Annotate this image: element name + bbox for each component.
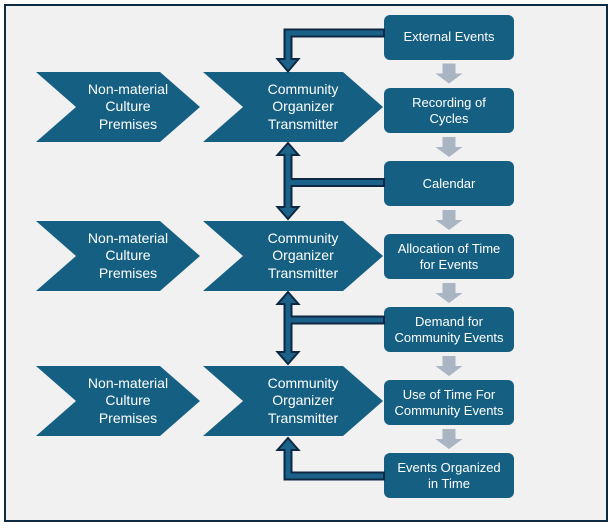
box-external-events: External Events	[384, 14, 514, 60]
chevron-premise-2-line1: Non-material	[87, 229, 169, 246]
chevron-transmitter-2-line1: Community	[267, 229, 339, 246]
chevron-premise-3-line3: Premises	[98, 409, 158, 426]
chevron-premise-3-line1: Non-material	[87, 374, 169, 391]
chevron-premise-1-line2: Culture	[105, 98, 151, 115]
box-recording-of-cycles-line1: Recording of	[412, 94, 486, 110]
box-use-of-time-line1: Use of Time For	[402, 386, 496, 402]
chevron-transmitter-1-line2: Organizer	[272, 98, 334, 115]
box-recording-of-cycles: Recording of Cycles	[384, 88, 514, 133]
chevron-premise-3-line2: Culture	[105, 392, 151, 409]
chevron-premise-2: Non-material Culture Premises	[36, 221, 200, 291]
box-demand-for-events: Demand for Community Events	[384, 307, 514, 352]
box-events-organized: Events Organized in Time	[384, 453, 514, 498]
box-use-of-time-line2: Community Events	[394, 402, 504, 418]
chevron-premise-1-line1: Non-material	[87, 80, 169, 97]
box-events-organized-line1: Events Organized	[397, 459, 501, 475]
box-allocation-of-time-line2: for Events	[419, 256, 479, 272]
chevron-premise-1-line3: Premises	[98, 115, 158, 132]
chevron-transmitter-3-line3: Transmitter	[267, 409, 339, 426]
box-use-of-time: Use of Time For Community Events	[384, 380, 514, 425]
box-external-events-line1: External Events	[403, 29, 495, 44]
chevron-transmitter-3-line1: Community	[267, 374, 339, 391]
chevron-transmitter-2-line2: Organizer	[272, 247, 334, 264]
box-demand-for-events-line1: Demand for	[415, 313, 483, 329]
chevron-transmitter-1-line1: Community	[267, 80, 339, 97]
box-calendar-line1: Calendar	[422, 175, 476, 191]
box-calendar: Calendar	[384, 161, 514, 206]
box-recording-of-cycles-line2: Cycles	[429, 110, 469, 126]
chevron-transmitter-3-line2: Organizer	[272, 392, 334, 409]
chevron-transmitter-1-line3: Transmitter	[267, 115, 339, 132]
box-allocation-of-time-line1: Allocation of Time	[397, 240, 501, 256]
box-events-organized-line2: in Time	[428, 475, 470, 491]
box-allocation-of-time: Allocation of Time for Events	[384, 234, 514, 279]
chevron-premise-2-line3: Premises	[98, 264, 158, 281]
box-demand-for-events-line2: Community Events	[394, 329, 504, 345]
chevron-transmitter-2-line3: Transmitter	[267, 264, 339, 281]
chevron-premise-2-line2: Culture	[105, 247, 151, 264]
